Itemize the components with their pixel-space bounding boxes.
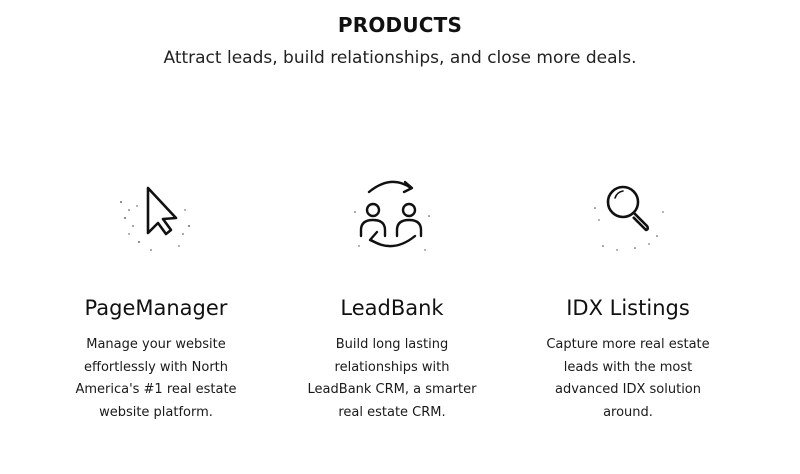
- product-description: Manage your website effortlessly with No…: [75, 337, 237, 420]
- product-description: Build long lasting relationships with Le…: [307, 337, 477, 420]
- product-name[interactable]: IDX Listings: [566, 296, 690, 320]
- product-icon-wrap: [272, 172, 512, 264]
- page-subtitle: Attract leads, build relationships, and …: [163, 48, 637, 68]
- product-name[interactable]: LeadBank: [340, 296, 444, 320]
- products-list: PageManager Manage your website effortle…: [0, 172, 800, 462]
- magnifier-icon: [594, 185, 664, 251]
- product-name[interactable]: PageManager: [84, 296, 228, 320]
- product-card-idx-listings[interactable]: IDX Listings Capture more real estate le…: [508, 172, 748, 420]
- product-card-pagemanager[interactable]: PageManager Manage your website effortle…: [36, 172, 276, 420]
- product-card-leadbank[interactable]: LeadBank Build long lasting relationship…: [272, 172, 512, 420]
- cursor-icon: [120, 186, 190, 251]
- products-header: PRODUCTS Attract leads, build relationsh…: [0, 11, 800, 70]
- page-title: PRODUCTS: [337, 13, 463, 37]
- product-icon-wrap: [508, 172, 748, 264]
- users-exchange-icon: [354, 180, 430, 251]
- product-description: Capture more real estate leads with the …: [546, 337, 710, 420]
- product-icon-wrap: [36, 172, 276, 264]
